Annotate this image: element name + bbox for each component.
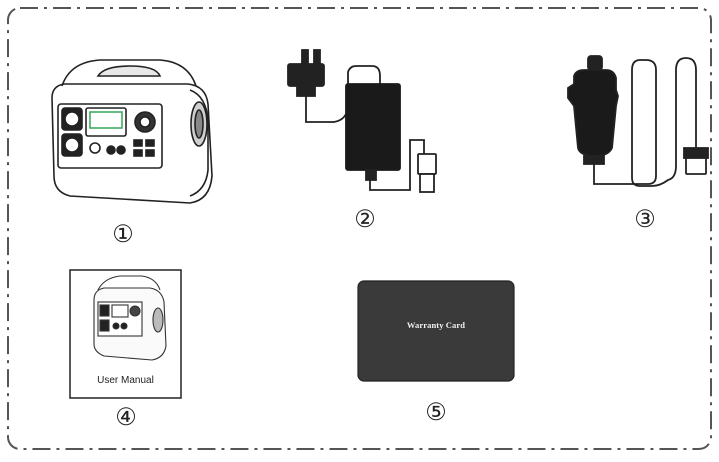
user-manual-icon [69, 269, 182, 399]
ac-adapter-icon [287, 49, 437, 193]
item-number-5: ⑤ [425, 398, 447, 426]
item-number-3: ③ [634, 205, 656, 233]
dashed-border [7, 7, 712, 450]
user-manual-label: User Manual [97, 375, 154, 386]
warranty-card-label: Warranty Card [406, 320, 466, 330]
item-number-4: ④ [115, 403, 137, 431]
car-charger-icon [567, 55, 709, 187]
item-number-2: ② [354, 205, 376, 233]
power-station-icon [51, 59, 213, 204]
warranty-card-icon [357, 280, 515, 382]
item-number-1: ① [112, 220, 134, 248]
